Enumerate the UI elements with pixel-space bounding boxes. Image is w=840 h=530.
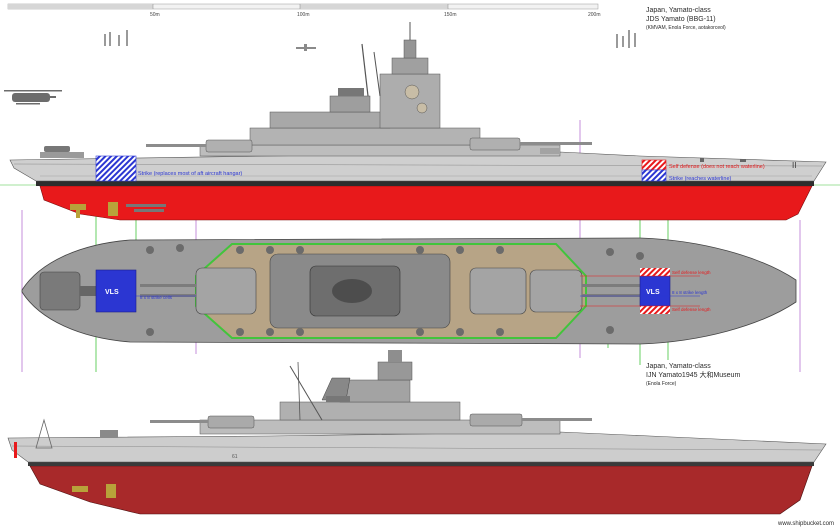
annotation-strike-length: 8 x 8 strike length (672, 290, 708, 295)
annotation-strike-cells: 8 x 8 strike cells (140, 295, 173, 300)
credit-historic: Japan, Yamato-class IJN Yamato1945 大和Mus… (646, 362, 740, 389)
helicopter-icon (4, 90, 62, 105)
credit-historic-line1: Japan, Yamato-class (646, 363, 711, 370)
scale-label-150: 150m (444, 12, 457, 18)
credit-modern-line1: Japan, Yamato-class (646, 7, 711, 14)
annotation-self-defense: Self defense (does not reach waterline) (669, 164, 765, 170)
annotation-strike-aft: Strike (replaces most of aft aircraft ha… (138, 171, 242, 177)
credit-historic-line3: (Enola Force) (646, 381, 677, 387)
historic-hull-upper (7, 431, 827, 463)
vls-aft-block (95, 269, 137, 313)
historic-hull-number: 61 (232, 454, 238, 460)
annotation-self-def-length-bot: Self defense length (672, 307, 711, 312)
strike-vls-bow-hatch (641, 169, 667, 182)
label-vls-fwd: VLS (646, 289, 660, 296)
historic-hull-lower (29, 465, 813, 515)
drone-icon (296, 44, 316, 51)
annotation-strike-bow: Strike (reaches waterline) (669, 176, 732, 182)
scale-bar: 50m 100m 150m 200m (7, 3, 601, 18)
missile-icons-right (616, 30, 636, 48)
credit-modern-line2: JDS Yamato (BBG-11) (646, 16, 716, 23)
vls-fwd-block (639, 275, 671, 307)
label-vls-aft: VLS (105, 289, 119, 296)
scale-label-100: 100m (297, 12, 310, 18)
credit-modern-line3: (KMVAM, Enola Force, aotakorceol) (646, 25, 726, 31)
plan-view (21, 237, 797, 345)
modern-side-profile: II (9, 22, 827, 221)
scale-label-50: 50m (150, 12, 160, 18)
watermark: www.shipbucket.com (778, 521, 835, 527)
credit-historic-line2: IJN Yamato1945 大和Museum (646, 372, 741, 379)
hull-number: II (792, 161, 796, 170)
missile-icons-left (104, 30, 128, 46)
historic-side-profile: 61 (7, 350, 827, 515)
scale-label-200: 200m (588, 12, 601, 18)
annotation-self-def-length-top: Self defense length (672, 270, 711, 275)
strike-vls-aft-hatch (95, 155, 137, 182)
self-defense-vls-hatch (641, 159, 667, 171)
hull-underwater (39, 185, 813, 221)
credit-modern: Japan, Yamato-class JDS Yamato (BBG-11) … (646, 6, 726, 33)
